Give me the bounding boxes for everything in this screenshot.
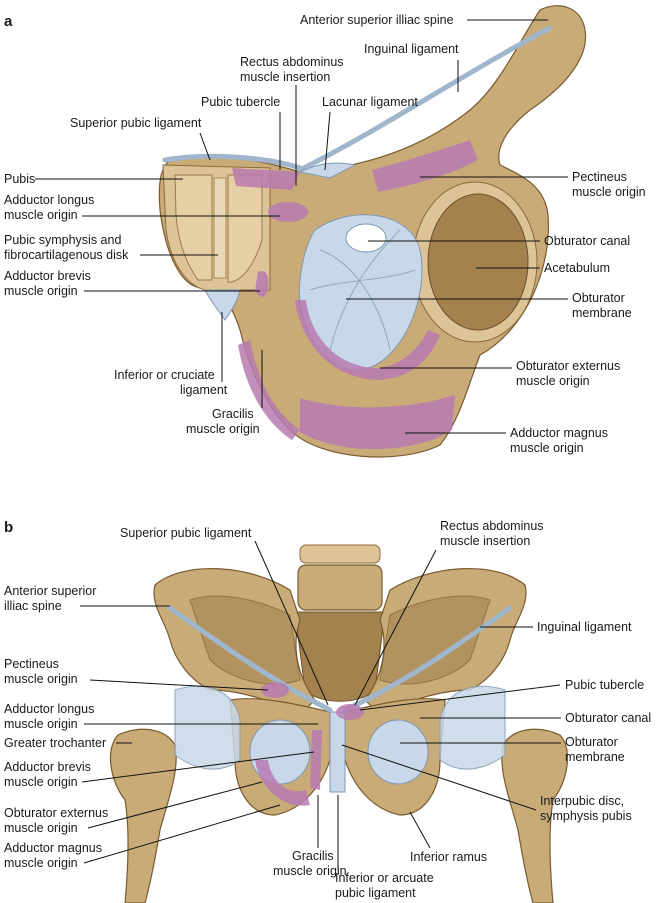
label-a-pectineus-1: Pectineus: [572, 170, 627, 184]
panel-a-fibrocartilage-disk: [213, 177, 227, 279]
panel-b-interpubic-disc: [329, 711, 346, 793]
panel-a-obturator-membrane: [298, 214, 423, 371]
panel-a-superior-pubic-ligament: [162, 153, 303, 171]
panel-b-left-hip-capsule: [174, 685, 241, 770]
label-b-interpubic-1: Interpubic disc,: [540, 794, 624, 808]
label-a-inf-cruciate-2: ligament: [180, 383, 228, 397]
label-b-pectineus-1: Pectineus: [4, 657, 59, 671]
label-b-add-longus-1: Adductor longus: [4, 702, 94, 716]
label-b-add-brevis-1: Adductor brevis: [4, 760, 91, 774]
label-b-gracilis-2: muscle origin: [273, 864, 347, 878]
panel-b-left-inguinal: [167, 605, 333, 713]
panel-b-right-inguinal: [342, 605, 513, 713]
label-a-obt-ext-2: muscle origin: [516, 374, 590, 388]
label-b-inf-arcuate-1: Inferior or arcuate: [335, 871, 434, 885]
label-b-rectus-1: Rectus abdominus: [440, 519, 544, 533]
label-b-asis-1: Anterior superior: [4, 584, 96, 598]
panel-a-hip-bone: [158, 5, 587, 458]
panel-a-rectus-insertion: [232, 168, 300, 190]
label-a-pubis: Pubis: [4, 172, 35, 186]
label-b-inguinal: Inguinal ligament: [537, 620, 632, 634]
panel-a-gracilis-origin: [238, 340, 300, 440]
label-a-acetabulum: Acetabulum: [544, 261, 610, 275]
label-b-obt-ext-2: muscle origin: [4, 821, 78, 835]
panel-a-obturator-canal: [345, 223, 387, 253]
label-b-sup-pubic: Superior pubic ligament: [120, 526, 252, 540]
label-b-add-longus-2: muscle origin: [4, 717, 78, 731]
label-b-add-magnus-2: muscle origin: [4, 856, 78, 870]
label-a-add-longus-2: muscle origin: [4, 208, 78, 222]
panel-b-pectineus-origin: [261, 682, 289, 698]
panel-b-left-femur: [110, 728, 177, 903]
label-a-obt-membrane-1: Obturator: [572, 291, 625, 305]
panel-a-inguinal-ligament: [297, 25, 553, 173]
label-a-inguinal: Inguinal ligament: [364, 42, 459, 56]
panel-b-letter: b: [4, 519, 13, 536]
label-b-rectus-2: muscle insertion: [440, 534, 530, 548]
label-a-obt-canal: Obturator canal: [544, 234, 630, 248]
panel-a-pectineus-origin: [372, 140, 478, 192]
label-a-add-longus-1: Adductor longus: [4, 193, 94, 207]
label-a-pectineus-2: muscle origin: [572, 185, 646, 199]
label-a-asis: Anterior superior illiac spine: [300, 13, 454, 27]
panel-b-right-hip-capsule: [439, 685, 506, 770]
label-b-inf-ramus: Inferior ramus: [410, 850, 487, 864]
label-a-obt-ext-1: Obturator externus: [516, 359, 620, 373]
panel-b-vertebra-top: [299, 544, 381, 564]
label-b-greater-troch: Greater trochanter: [4, 736, 106, 750]
label-a-rectus-2: muscle insertion: [240, 70, 330, 84]
panel-a-lacunar-ligament: [298, 162, 357, 179]
panel-b-vertebra: [297, 564, 383, 611]
panel-b-left-obturator-membrane: [249, 719, 311, 785]
panel-a-letter: a: [4, 13, 13, 30]
label-b-asis-2: illiac spine: [4, 599, 62, 613]
panel-a-obturator-externus-origin: [295, 300, 440, 380]
label-b-obt-membrane-2: membrane: [565, 750, 625, 764]
label-b-interpubic-2: symphysis pubis: [540, 809, 632, 823]
label-b-obt-membrane-1: Obturator: [565, 735, 618, 749]
label-a-add-magnus-1: Adductor magnus: [510, 426, 608, 440]
label-a-sup-pubic: Superior pubic ligament: [70, 116, 202, 130]
panel-b-obturator-externus-origin: [255, 760, 310, 806]
label-a-obt-membrane-2: membrane: [572, 306, 632, 320]
label-a-lacunar: Lacunar ligament: [322, 95, 418, 109]
label-a-symphysis-1: Pubic symphysis and: [4, 233, 121, 247]
label-a-inf-cruciate-1: Inferior or cruciate: [114, 368, 215, 382]
panel-b-sacrum: [294, 611, 386, 702]
panel-a-adductor-magnus-origin: [300, 395, 455, 450]
label-b-obt-ext-1: Obturator externus: [4, 806, 108, 820]
label-b-pectineus-2: muscle origin: [4, 672, 78, 686]
label-b-obt-canal: Obturator canal: [565, 711, 651, 725]
label-a-gracilis-2: muscle origin: [186, 422, 260, 436]
panel-b-rectus-insertion: [336, 704, 364, 720]
panel-a-acetabulum: [427, 193, 529, 331]
label-b-pubic-tubercle: Pubic tubercle: [565, 678, 644, 692]
panel-a: a: [4, 5, 646, 458]
panel-b-right-obturator-membrane: [367, 719, 429, 785]
panel-a-adductor-brevis-origin: [255, 270, 269, 297]
label-b-inf-arcuate-2: pubic ligament: [335, 886, 416, 900]
label-a-add-brevis-2: muscle origin: [4, 284, 78, 298]
label-a-add-brevis-1: Adductor brevis: [4, 269, 91, 283]
label-b-add-magnus-1: Adductor magnus: [4, 841, 102, 855]
panel-b: b: [4, 519, 651, 903]
label-a-rectus-1: Rectus abdominus: [240, 55, 344, 69]
panel-b-pelvis: [110, 544, 568, 903]
label-a-add-magnus-2: muscle origin: [510, 441, 584, 455]
label-b-add-brevis-2: muscle origin: [4, 775, 78, 789]
label-a-pubic-tubercle: Pubic tubercle: [201, 95, 280, 109]
label-a-gracilis-1: Gracilis: [212, 407, 254, 421]
label-a-symphysis-2: fibrocartilagenous disk: [4, 248, 129, 262]
panel-a-inferior-ligament: [204, 289, 241, 321]
label-b-gracilis-1: Gracilis: [292, 849, 334, 863]
panel-a-adductor-longus-origin: [268, 202, 308, 222]
panel-b-adductor-origin: [310, 730, 322, 790]
